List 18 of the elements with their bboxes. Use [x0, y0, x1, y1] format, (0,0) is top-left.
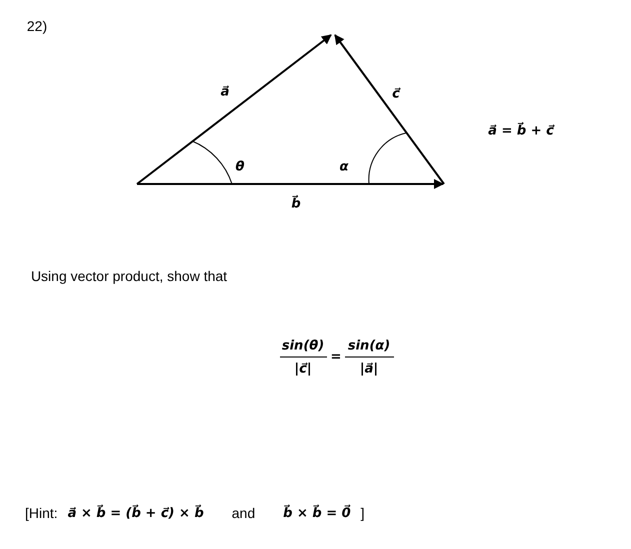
numerator: sin(α) — [348, 338, 390, 354]
hint-equation: b⃗ × b⃗ = 0⃗ — [283, 506, 351, 520]
denominator: |c⃗| — [294, 362, 312, 376]
equals-sign: = — [330, 350, 342, 364]
hint-text: ] — [360, 505, 365, 521]
angle-label: α — [340, 160, 348, 174]
angle-label: θ — [236, 160, 244, 174]
numerator: sin(θ) — [282, 338, 324, 354]
hint-text: and — [232, 505, 256, 521]
hint-equation: a⃗ × b⃗ = (b⃗ + c⃗) × b⃗ — [68, 506, 204, 520]
hint-text: [Hint: — [25, 505, 58, 521]
instruction-text: Using vector product, show that — [30, 268, 228, 284]
equation: a⃗ = b⃗ + c⃗ — [488, 124, 554, 138]
vector-label: c⃗ — [392, 86, 400, 102]
vector-label: a⃗ — [220, 84, 230, 100]
vector-label: b⃗ — [291, 196, 301, 212]
question-number: 22) — [26, 18, 48, 34]
denominator: |a⃗| — [360, 362, 378, 376]
